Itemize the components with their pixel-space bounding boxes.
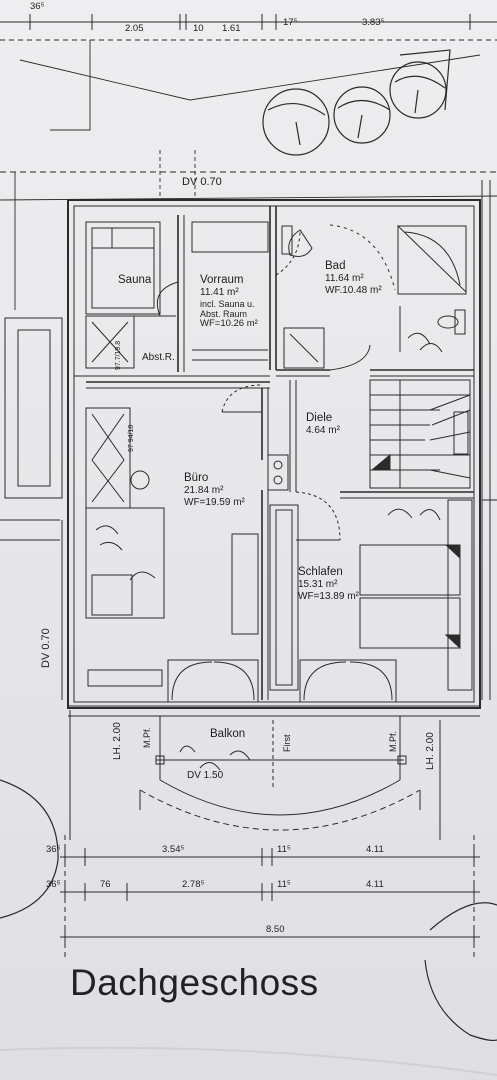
dv-left-label: DV 0.70 bbox=[40, 628, 52, 668]
bad-fixtures bbox=[275, 224, 467, 369]
room-vorraum-note2: Abst. Raum bbox=[200, 309, 248, 320]
schlafen-fixtures bbox=[269, 499, 473, 691]
diele bbox=[289, 380, 341, 541]
dim-total: 8.50 bbox=[266, 924, 285, 935]
dim-row2-3: 11⁵ bbox=[277, 879, 291, 890]
wall-buero-top bbox=[74, 375, 270, 389]
lh-left-label: LH. 2.00 bbox=[112, 722, 123, 760]
dim-row1-0: 36⁵ bbox=[46, 844, 61, 855]
room-abstellraum-name: Abst.R. bbox=[142, 352, 175, 363]
paper-fold bbox=[0, 1046, 497, 1076]
room-diele-name: Diele bbox=[306, 412, 333, 424]
abstellraum bbox=[85, 315, 176, 369]
mpf-left-label: M.Pf. bbox=[142, 726, 152, 748]
room-vorraum-note1: incl. Sauna u. bbox=[200, 298, 255, 309]
left-wing bbox=[0, 317, 63, 700]
dim-top-3: 1.61 bbox=[222, 23, 241, 34]
room-bad: Bad 11.64 m² WF.10.48 m² bbox=[325, 260, 382, 296]
top-dimension-line bbox=[0, 14, 497, 41]
first-label: First bbox=[282, 734, 292, 753]
room-schlafen: Schlafen 15.31 m² WF=13.89 m² bbox=[298, 566, 359, 602]
right-wing bbox=[481, 180, 497, 700]
room-balkon: Balkon bbox=[210, 728, 245, 741]
chimney-lower-label: 97 94/18 bbox=[128, 424, 135, 452]
room-bad-area: 11.64 m² bbox=[325, 273, 364, 285]
roof-lines bbox=[0, 40, 497, 310]
dim-row2-4: 4.11 bbox=[366, 879, 384, 890]
room-bad-wf: WF.10.48 m² bbox=[325, 284, 382, 296]
room-sauna: Sauna bbox=[118, 274, 151, 287]
dim-top-5: 3.83⁵ bbox=[362, 17, 385, 28]
room-vorraum: Vorraum 11.41 m² incl. Sauna u. Abst. Ra… bbox=[200, 274, 258, 330]
room-vorraum-name: Vorraum bbox=[200, 274, 244, 286]
vorraum bbox=[156, 215, 269, 372]
room-balkon-name: Balkon bbox=[210, 728, 246, 740]
dim-row2-2: 2.78⁵ bbox=[182, 879, 205, 890]
buero-fixtures bbox=[85, 384, 263, 687]
room-schlafen-area: 15.31 m² bbox=[298, 579, 338, 591]
sauna bbox=[85, 221, 161, 315]
bottom-dimension-lines bbox=[60, 835, 480, 960]
room-bad-name: Bad bbox=[325, 260, 346, 272]
room-schlafen-name: Schlafen bbox=[298, 566, 343, 578]
room-diele-area: 4.64 m² bbox=[306, 425, 340, 437]
staircase bbox=[369, 379, 471, 489]
dv-top-label: DV 0.70 bbox=[182, 176, 222, 188]
room-buero-area: 21.84 m² bbox=[184, 485, 224, 497]
room-abstellraum: Abst.R. bbox=[142, 352, 175, 364]
trees-bottom bbox=[0, 779, 497, 1042]
room-schlafen-wf: WF=13.89 m² bbox=[298, 590, 359, 602]
room-diele: Diele 4.64 m² bbox=[306, 412, 340, 437]
dim-row1-3: 4.11 bbox=[366, 844, 384, 855]
balcony bbox=[68, 710, 480, 840]
dim-top-2: 10 bbox=[193, 23, 204, 34]
outer-walls bbox=[67, 199, 481, 709]
room-vorraum-wf: WF=10.26 m² bbox=[200, 318, 258, 330]
room-sauna-name: Sauna bbox=[118, 274, 152, 286]
dim-row2-1: 76 bbox=[100, 879, 111, 890]
chimney-upper-label: 97.7/19.8 bbox=[115, 340, 122, 370]
dim-row1-2: 11⁵ bbox=[277, 844, 291, 855]
room-buero-name: Büro bbox=[184, 472, 209, 484]
mpf-right-label: M.Pf. bbox=[388, 730, 398, 752]
dv-balkon-label: DV 1.50 bbox=[187, 770, 224, 781]
wall-diele-schlafen bbox=[340, 491, 474, 499]
room-buero-wf: WF=19.59 m² bbox=[184, 496, 245, 508]
dim-top-4: 17⁵ bbox=[283, 17, 298, 28]
drawing-title: Dachgeschoss bbox=[70, 962, 319, 1003]
dim-top-1: 2.05 bbox=[125, 23, 144, 34]
room-vorraum-area: 11.41 m² bbox=[200, 287, 239, 299]
wall-bad-bottom bbox=[276, 344, 474, 377]
balcony-doors bbox=[167, 659, 397, 703]
dim-top-0: 36⁵ bbox=[30, 1, 45, 12]
wall-vorraum-bad bbox=[269, 206, 277, 370]
room-buero: Büro 21.84 m² WF=19.59 m² bbox=[184, 472, 245, 508]
wall-buero-diele bbox=[261, 388, 289, 700]
trees-top bbox=[262, 49, 451, 156]
lh-right-label: LH. 2.00 bbox=[425, 732, 436, 770]
dim-row2-0: 36⁵ bbox=[46, 879, 61, 890]
dim-row1-1: 3.54⁵ bbox=[162, 844, 185, 855]
